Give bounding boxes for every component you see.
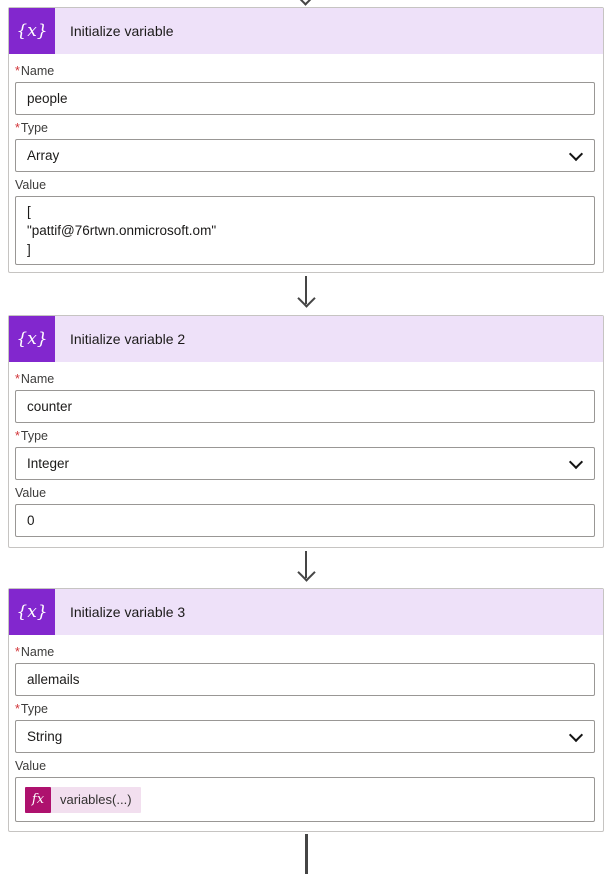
action-title: Initialize variable xyxy=(70,23,174,39)
name-field-label: *Name xyxy=(15,645,595,659)
variable-icon-glyph: {x} xyxy=(16,329,48,349)
variable-icon: {x} xyxy=(9,8,55,54)
required-marker: * xyxy=(15,429,20,443)
flow-arrow xyxy=(0,551,612,582)
required-marker: * xyxy=(15,372,20,386)
chevron-down-icon xyxy=(568,727,584,742)
expression-label: variables(...) xyxy=(60,792,132,807)
type-select-value: Array xyxy=(27,148,60,163)
name-field-label: *Name xyxy=(15,64,595,78)
value-field-label: Value xyxy=(15,178,595,192)
name-label-text: Name xyxy=(20,645,55,659)
fx-icon-glyph: fx xyxy=(31,792,45,807)
chevron-down-icon xyxy=(568,146,584,161)
type-label-text: Type xyxy=(20,702,48,716)
type-select[interactable]: Array xyxy=(15,139,595,172)
type-select[interactable]: String xyxy=(15,720,595,753)
type-select-value: Integer xyxy=(27,456,70,471)
arrow-line xyxy=(304,551,308,578)
value-field-label: Value xyxy=(15,486,595,500)
name-label-text: Name xyxy=(20,372,55,386)
flow-arrow xyxy=(0,276,612,308)
action-card-initialize-variable: {x} Initialize variable *Name *Type Arra… xyxy=(8,7,604,273)
arrow-line xyxy=(304,276,308,304)
action-title: Initialize variable 3 xyxy=(70,604,186,620)
variable-icon-glyph: {x} xyxy=(16,602,48,622)
value-textarea[interactable]: [ "pattif@76rtwn.onmicrosoft.om" ] xyxy=(15,196,595,265)
type-select[interactable]: Integer xyxy=(15,447,595,480)
value-expression-field[interactable]: fx variables(...) xyxy=(15,777,595,822)
action-body: *Name *Type Integer Value xyxy=(9,362,603,537)
action-body: *Name *Type Array Value [ "pattif@76rtwn… xyxy=(9,54,603,265)
type-field-label: *Type xyxy=(15,702,595,716)
required-marker: * xyxy=(15,702,20,716)
arrow-head-icon xyxy=(296,563,316,582)
action-title: Initialize variable 2 xyxy=(70,331,186,347)
type-label-text: Type xyxy=(20,121,48,135)
arrow-head-icon xyxy=(296,289,316,308)
name-input[interactable] xyxy=(15,663,595,696)
action-body: *Name *Type String Value fx variables(..… xyxy=(9,635,603,822)
value-input[interactable] xyxy=(15,504,595,537)
type-field-label: *Type xyxy=(15,121,595,135)
type-select-value: String xyxy=(27,729,63,744)
variable-icon: {x} xyxy=(9,316,55,362)
type-label-text: Type xyxy=(20,429,48,443)
action-header[interactable]: {x} Initialize variable xyxy=(9,8,603,54)
required-marker: * xyxy=(15,64,20,78)
fx-icon: fx xyxy=(25,786,51,813)
action-card-initialize-variable-3: {x} Initialize variable 3 *Name *Type St… xyxy=(8,588,604,832)
variable-icon: {x} xyxy=(9,589,55,635)
required-marker: * xyxy=(15,121,20,135)
value-label-text: Value xyxy=(15,486,47,500)
flow-arrow-bottom xyxy=(305,834,308,874)
name-input[interactable] xyxy=(15,390,595,423)
action-header[interactable]: {x} Initialize variable 3 xyxy=(9,589,603,635)
expression-token[interactable]: fx variables(...) xyxy=(25,786,141,813)
action-header[interactable]: {x} Initialize variable 2 xyxy=(9,316,603,362)
variable-icon-glyph: {x} xyxy=(16,21,48,41)
action-card-initialize-variable-2: {x} Initialize variable 2 *Name *Type In… xyxy=(8,315,604,548)
name-input[interactable] xyxy=(15,82,595,115)
required-marker: * xyxy=(15,645,20,659)
chevron-down-icon xyxy=(568,454,584,469)
value-field-label: Value xyxy=(15,759,595,773)
value-label-text: Value xyxy=(15,759,47,773)
name-field-label: *Name xyxy=(15,372,595,386)
name-label-text: Name xyxy=(20,64,55,78)
flow-arrow-top xyxy=(296,0,315,6)
value-label-text: Value xyxy=(15,178,47,192)
type-field-label: *Type xyxy=(15,429,595,443)
